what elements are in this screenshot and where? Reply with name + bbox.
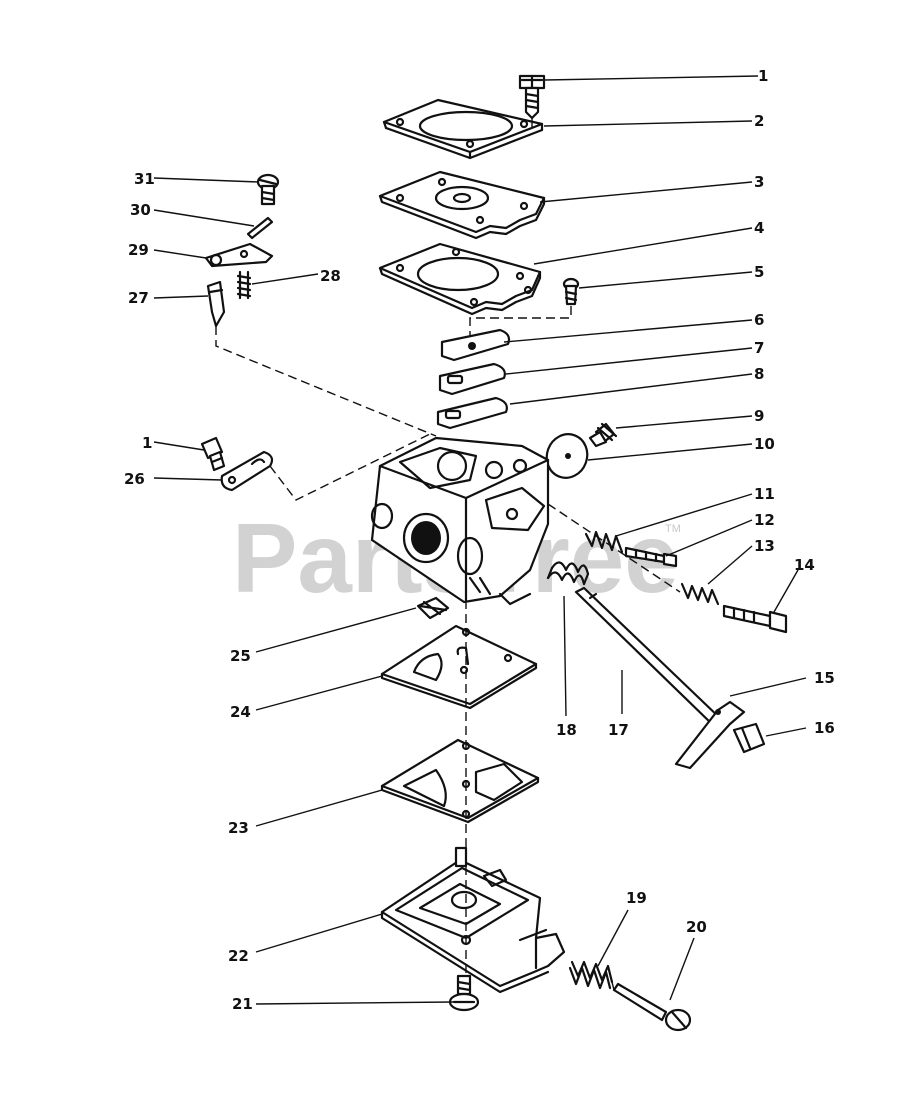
- part-29-control-lever: [204, 242, 274, 268]
- part-12-needle-screw: [624, 546, 678, 568]
- part-3-metering-diaphragm: [378, 170, 546, 240]
- part-1-screw-top: [518, 74, 546, 120]
- part-15-throttle-lever: [674, 700, 746, 770]
- part-31-screw: [256, 173, 280, 206]
- part-22-pump-body: [380, 846, 566, 994]
- leader-lines: [153, 75, 807, 1005]
- part-2-diaphragm-cover: [382, 98, 544, 160]
- callout-21: 21: [232, 995, 253, 1013]
- callout-1: 1: [758, 67, 768, 85]
- callout-29: 29: [128, 241, 149, 259]
- callout-14: 14: [794, 556, 815, 574]
- callout-1-left: 1: [142, 434, 152, 452]
- callout-25: 25: [230, 647, 251, 665]
- part-1-screw-left: [200, 436, 226, 472]
- part-21-screw-bottom: [448, 974, 480, 1012]
- part-20-idle-screw: [612, 982, 692, 1032]
- callout-17: 17: [608, 721, 629, 739]
- callout-20: 20: [686, 918, 707, 936]
- part-26-link: [220, 450, 274, 492]
- callout-28: 28: [320, 267, 341, 285]
- watermark-trademark: TM: [665, 523, 681, 535]
- assembly-lines: [215, 118, 681, 991]
- callout-2: 2: [754, 112, 764, 130]
- part-24-gasket: [380, 624, 538, 710]
- callout-13: 13: [754, 537, 775, 555]
- callout-24: 24: [230, 703, 251, 721]
- part-13-spring: [680, 582, 720, 606]
- part-28-spring: [236, 270, 252, 300]
- callout-9: 9: [754, 407, 764, 425]
- part-19-spring: [568, 960, 614, 990]
- part-30-pin: [246, 216, 274, 240]
- part-18-spring: [546, 561, 590, 586]
- callout-numbers: 1 2 3 4 5 6 7 8 9 10 11 12 13 14 15 16 1…: [124, 67, 835, 1013]
- callout-22: 22: [228, 947, 249, 965]
- part-5-screw: [562, 277, 580, 306]
- callout-16: 16: [814, 719, 835, 737]
- callout-8: 8: [754, 365, 764, 383]
- part-14-adjusting-screw: [722, 604, 788, 634]
- part-23-pump-gasket: [380, 738, 540, 824]
- callout-7: 7: [754, 339, 764, 357]
- part-27-inlet-needle: [206, 280, 226, 328]
- callout-10: 10: [754, 435, 775, 453]
- callout-18: 18: [556, 721, 577, 739]
- part-10-disc: [545, 433, 589, 479]
- callout-26: 26: [124, 470, 145, 488]
- callout-11: 11: [754, 485, 775, 503]
- part-16-swivel: [732, 722, 766, 754]
- part-11-spring: [584, 530, 624, 554]
- part-6-metering-lever: [440, 328, 511, 362]
- part-7-metering-plate: [438, 362, 506, 396]
- callout-4: 4: [754, 219, 764, 237]
- part-9-fitting: [588, 422, 618, 448]
- callout-31: 31: [134, 170, 155, 188]
- part-25-screen: [416, 596, 450, 620]
- callout-19: 19: [626, 889, 647, 907]
- callout-6: 6: [754, 311, 764, 329]
- callout-3: 3: [754, 173, 764, 191]
- carburetor-body: [370, 436, 550, 606]
- part-8-metering-plate: [436, 396, 508, 430]
- callout-27: 27: [128, 289, 149, 307]
- part-4-gasket: [378, 242, 542, 316]
- callout-12: 12: [754, 511, 775, 529]
- callout-15: 15: [814, 669, 835, 687]
- callout-30: 30: [130, 201, 151, 219]
- callout-5: 5: [754, 263, 764, 281]
- callout-23: 23: [228, 819, 249, 837]
